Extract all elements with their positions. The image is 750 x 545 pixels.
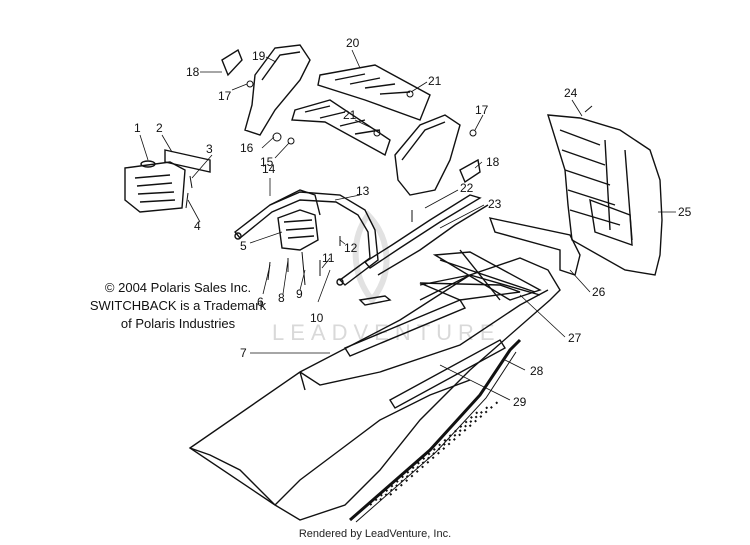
callout-13: 13 <box>356 184 370 198</box>
tail-light-part <box>124 149 211 213</box>
copyright-line-2: SWITCHBACK is a Trademark <box>89 298 267 313</box>
callout-18-right: 18 <box>486 155 500 169</box>
rear-bumper-part <box>233 189 379 286</box>
leader-lines <box>139 49 676 401</box>
right-side-cover-part <box>394 114 481 196</box>
callout-2: 2 <box>156 121 163 135</box>
callout-18-left: 18 <box>186 65 200 79</box>
callout-21-top: 21 <box>428 74 442 88</box>
copyright-notice: © 2004 Polaris Sales Inc. SWITCHBACK is … <box>58 279 298 333</box>
callout-9: 9 <box>296 287 303 301</box>
left-side-cover-part <box>221 44 311 136</box>
callout-14: 14 <box>262 162 276 176</box>
callout-7: 7 <box>240 346 247 360</box>
callout-5: 5 <box>240 239 247 253</box>
callout-12: 12 <box>344 241 358 255</box>
callout-26: 26 <box>592 285 606 299</box>
callout-1: 1 <box>134 121 141 135</box>
footer-credit: Rendered by LeadVenture, Inc. <box>298 528 452 540</box>
callout-24: 24 <box>564 86 578 100</box>
callout-3: 3 <box>206 142 213 156</box>
callout-29: 29 <box>513 395 527 409</box>
rail-part <box>291 64 431 157</box>
callout-10: 10 <box>310 311 324 325</box>
callout-27: 27 <box>568 331 582 345</box>
callout-labels: 1 2 3 4 5 6 7 8 9 10 11 12 13 14 15 16 1… <box>134 36 692 409</box>
copyright-line-3: of Polaris Industries <box>120 316 236 331</box>
side-rail-part <box>363 194 581 276</box>
watermark: LEADVENTURE <box>272 210 495 345</box>
callout-11: 11 <box>322 251 335 265</box>
callout-20: 20 <box>346 36 360 50</box>
callout-25: 25 <box>678 205 692 219</box>
callout-23: 23 <box>488 197 502 211</box>
callout-28: 28 <box>530 364 544 378</box>
callout-17-left: 17 <box>218 89 232 103</box>
rear-flap-part <box>547 114 663 276</box>
callout-16: 16 <box>240 141 254 155</box>
callout-8: 8 <box>278 291 285 305</box>
tunnel-part <box>188 249 561 523</box>
callout-17-right: 17 <box>475 103 489 117</box>
callout-15: 15 <box>260 155 274 169</box>
callout-22: 22 <box>460 181 474 195</box>
copyright-line-1: © 2004 Polaris Sales Inc. <box>104 280 252 295</box>
callout-4: 4 <box>194 219 201 233</box>
callout-6: 6 <box>257 295 264 309</box>
callout-19: 19 <box>252 49 266 63</box>
callout-21-bottom: 21 <box>343 108 357 122</box>
